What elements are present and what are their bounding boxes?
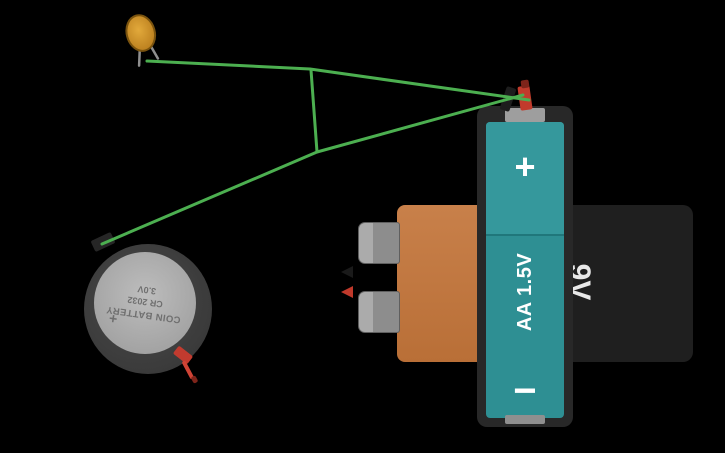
aa-battery-bottom-terminal[interactable] [505,415,545,424]
led[interactable] [123,12,163,67]
aa-battery-top-terminal[interactable] [505,108,545,122]
aa-battery-top-band [486,122,564,236]
wire-junction-to-coin-battery[interactable] [100,150,319,246]
wire-led-to-aa-battery[interactable] [145,59,531,102]
aa-battery[interactable]: + AA 1.5V − [477,106,573,427]
nine-volt-battery-cap[interactable]: 9V [553,205,693,362]
coin-battery[interactable]: COIN BATTERY CR 2032 3.0V + [84,231,212,384]
negative-lead-marker[interactable] [341,266,353,278]
wire-junction-to-aa-battery[interactable] [315,93,525,154]
led-body[interactable] [123,12,159,54]
aa-battery-plus-sign: + [514,146,536,187]
nine-volt-terminal-bottom[interactable] [358,291,400,333]
aa-battery-minus-sign: − [513,369,537,413]
nine-volt-terminal-top[interactable] [358,222,400,264]
wire-junction-segment[interactable] [309,68,319,154]
coin-battery-face: COIN BATTERY CR 2032 3.0V + [94,252,196,354]
led-leg-cathode[interactable] [135,47,144,67]
positive-lead-marker[interactable] [341,286,353,298]
aa-battery-body: + AA 1.5V − [486,122,564,418]
